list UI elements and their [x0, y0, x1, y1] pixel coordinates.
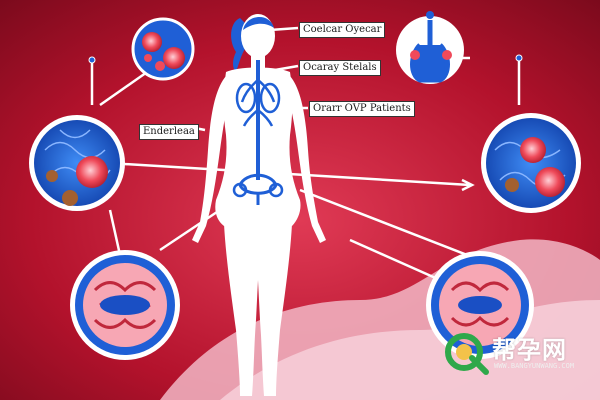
- cell-circle-left: [29, 115, 125, 211]
- cell-circle-right: [481, 113, 581, 213]
- cell-circle-top-left: [131, 17, 195, 81]
- label-top: Coelcar Oyecar: [299, 22, 386, 38]
- organ-circle-bottom-left: [70, 250, 180, 360]
- pin-dot-right: [515, 54, 523, 62]
- organ-circle-bottom-right: [426, 251, 534, 359]
- label-left: Enderleaa: [139, 124, 199, 140]
- label-lower: Orarr OVP Patients: [309, 101, 415, 117]
- watermark-subtext: WWW.BANGYUNWANG.COM: [494, 362, 575, 370]
- human-figure: [192, 14, 326, 396]
- pin-dot-left: [88, 56, 96, 64]
- organ-circle-top-right: [396, 11, 464, 84]
- label-middle: Ocaray Stelals: [299, 60, 381, 76]
- watermark-text: 帮孕网: [492, 336, 567, 364]
- watermark-logo: 帮孕网 WWW.BANGYUNWANG.COM: [442, 328, 592, 378]
- watermark-icon: [445, 333, 489, 375]
